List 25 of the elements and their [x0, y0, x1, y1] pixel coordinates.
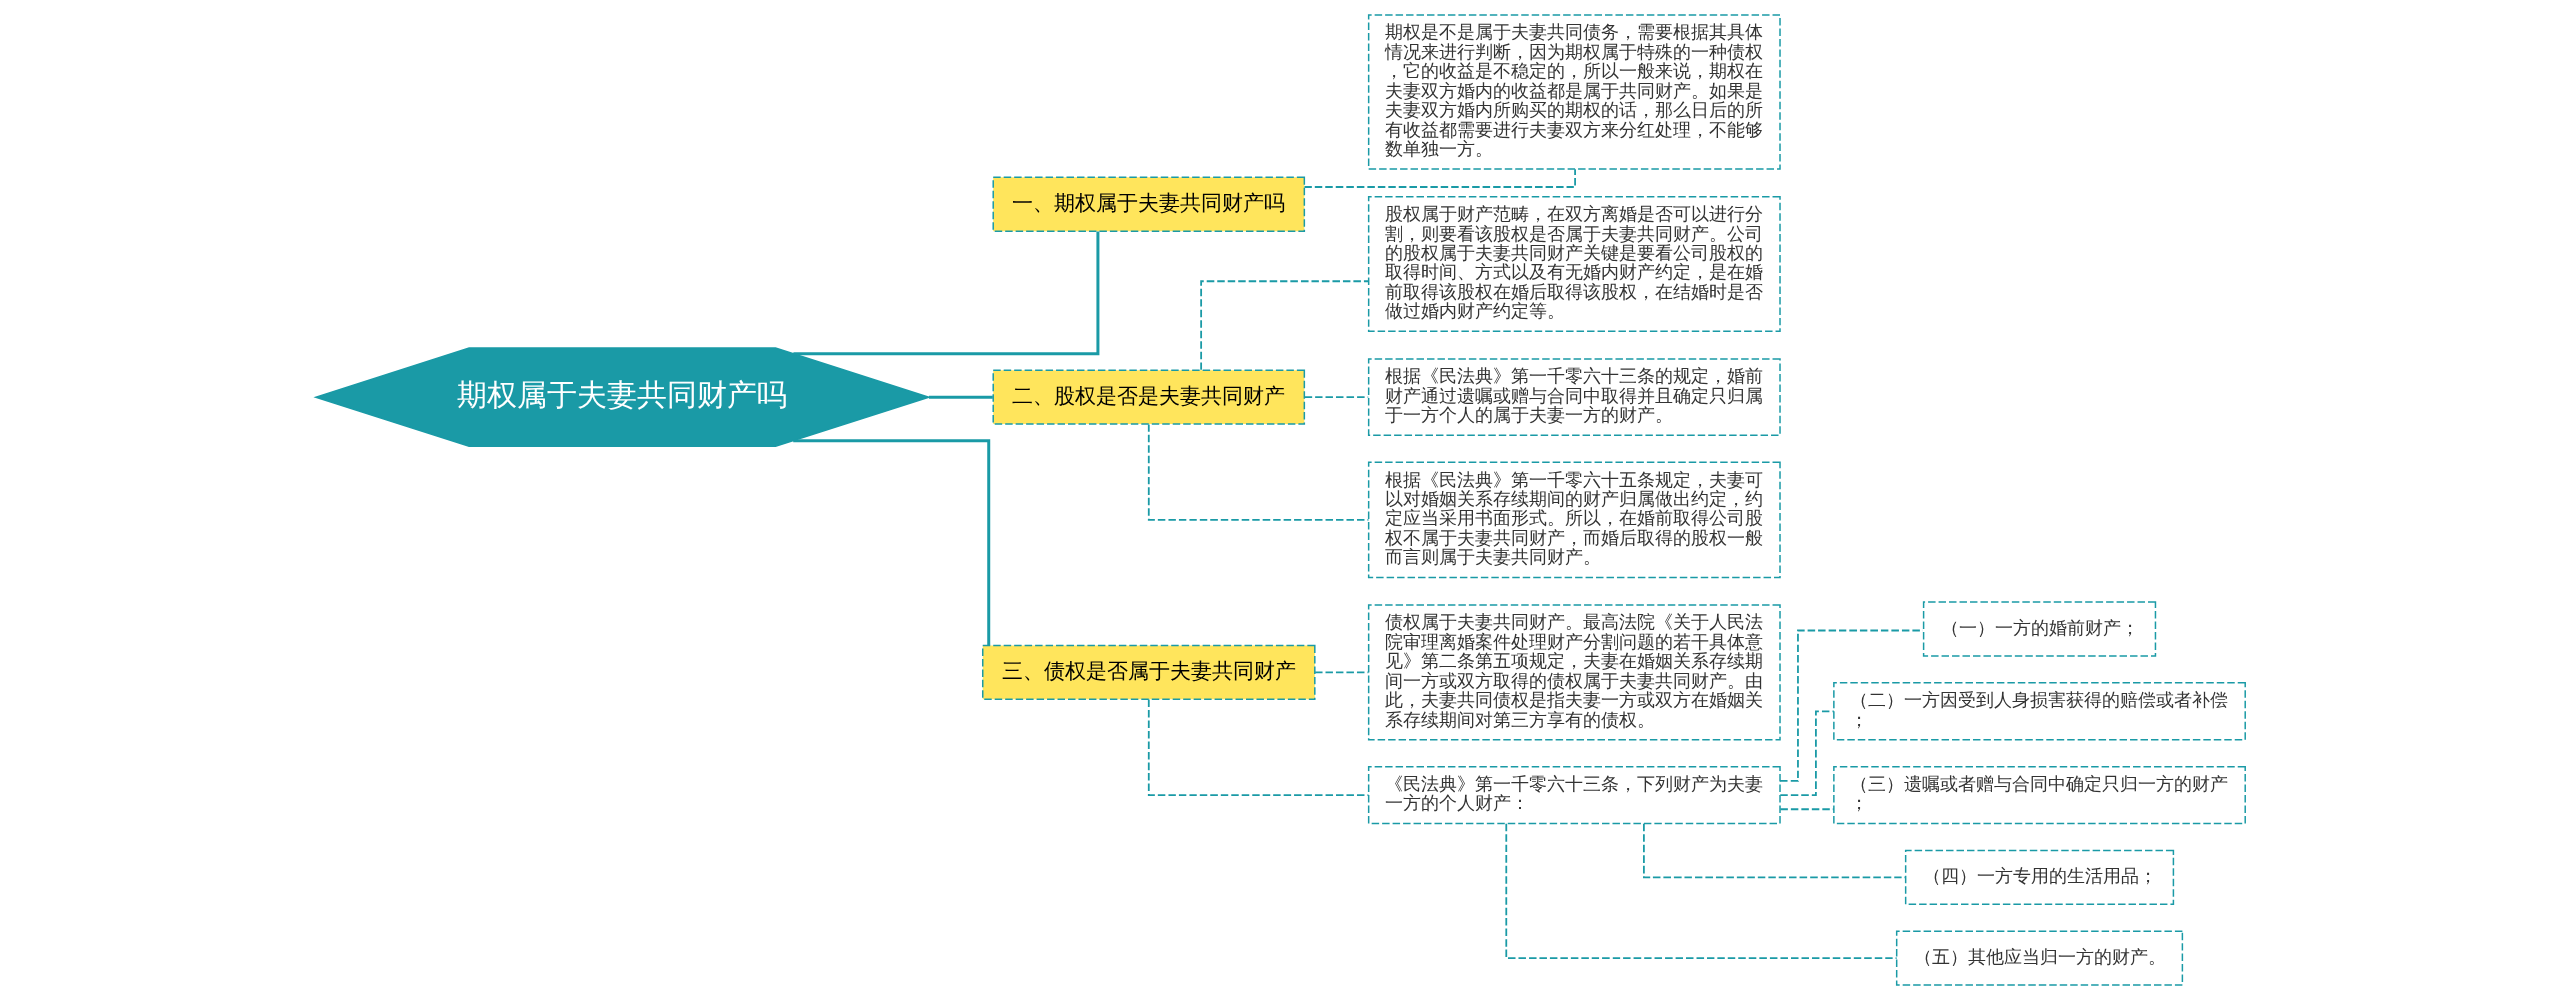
connector [1147, 698, 1369, 796]
node-box: （三）遗嘱或者赠与合同中确定只归一方的财产； [1832, 765, 2246, 824]
node-box: 债权属于夫妻共同财产。最高法院《关于人民法院审理离婚案件处理财产分割问题的若干具体意见》第二条第五项规定，夫妻在婚姻关系存续期间一方或双方取得的债权属于夫妻共同财产。由此，夫妻共同债权是指夫妻一方或双方在婚姻关系存续期间对第三方享有的债权。 [1367, 603, 1781, 740]
connector [1147, 423, 1369, 521]
connector [1199, 279, 1370, 371]
node-box: 《民法典》第一千零六十三条，下列财产为夫妻一方的个人财产： [1367, 765, 1781, 824]
connector [1778, 709, 1835, 796]
connector [792, 438, 990, 645]
node-box: 二、股权是否是夫妻共同财产 [991, 369, 1305, 425]
node-box: 根据《民法典》第一千零六十三条的规定，婚前财产通过遗嘱或赠与合同中取得并且确定只归属于一方个人的属于夫妻一方的财产。 [1367, 357, 1781, 436]
node-box: 三、债权是否属于夫妻共同财产 [981, 644, 1316, 700]
connector [792, 231, 1099, 355]
node-box: 一、期权属于夫妻共同财产吗 [991, 176, 1305, 232]
node-box: （五）其他应当归一方的财产。 [1895, 929, 2183, 986]
node-box: 股权属于财产范畴，在双方离婚是否可以进行分割，则要看该股权是否属于夫妻共同财产。公司的股权属于夫妻共同财产关键是要看公司股权的取得时间、方式以及有无婚内财产约定，是在婚前取得该股权在婚后取得该股权，在结婚时是否做过婚内财产约定等。 [1367, 195, 1781, 332]
connector [1313, 671, 1369, 673]
connector [1504, 822, 1898, 959]
connector [928, 395, 993, 399]
node-box: 期权是不是属于夫妻共同债务，需要根据其具体情况来进行判断，因为期权属于特殊的一种债权，它的收益是不稳定的，所以一般来说，期权在夫妻双方婚内的收益都是属于共同财产。如果是夫妻双方婚内所购买的期权的话，那么日后的所有收益都需要进行夫妻双方来分红处理，不能够数单独一方。 [1367, 13, 1781, 170]
connector [1642, 822, 1906, 878]
node-box: （二）一方因受到人身损害获得的赔偿或者补偿； [1832, 681, 2246, 740]
connector [1779, 807, 1835, 810]
node-box: （一）一方的婚前财产； [1922, 600, 2156, 657]
node-box: 根据《民法典》第一千零六十五条规定，夫妻可以对婚姻关系存续期间的财产归属做出约定，约定应当采用书面形式。所以，在婚前取得公司股权不属于夫妻共同财产，而婚后取得的股权一般而言则属于夫妻共同财产。 [1367, 461, 1781, 578]
node-box: （四）一方专用的生活用品； [1904, 849, 2174, 905]
